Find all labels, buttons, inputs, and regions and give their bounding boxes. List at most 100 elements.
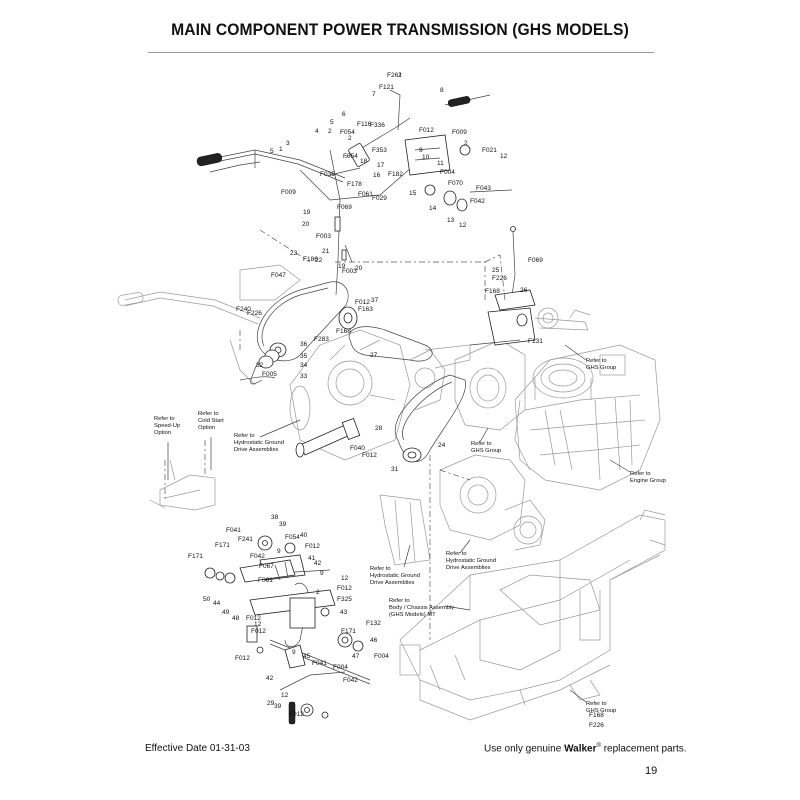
pivot-bracket — [404, 134, 513, 212]
reference-leaders — [167, 344, 631, 703]
lift-lever — [469, 226, 536, 346]
lower-part-label: F004 — [333, 664, 348, 671]
lower-part-label: 12 — [341, 575, 349, 582]
upper-part-label: F283 — [314, 336, 329, 343]
upper-part-label: 23 — [290, 250, 298, 257]
lower-part-label: F012 — [305, 543, 320, 550]
upper-part-label: 19 — [338, 263, 346, 270]
upper-part-label: F012 — [419, 127, 434, 134]
lower-part-label: 49 — [222, 609, 230, 616]
upper-part-label: 2 — [398, 72, 402, 79]
lower-linkage-assembly — [204, 535, 371, 725]
lower-part-label: 9 — [320, 570, 324, 577]
upper-part-label: F009 — [281, 189, 296, 196]
upper-part-label: 32 — [256, 362, 264, 369]
upper-part-label: 19 — [303, 209, 311, 216]
upper-part-label: 2 — [348, 135, 352, 142]
lower-part-label: 38 — [271, 514, 279, 521]
control-rod-assembly — [299, 117, 421, 296]
chassis-frame — [399, 509, 666, 721]
upper-part-label: F047 — [271, 272, 286, 279]
engine-assembly — [514, 307, 661, 491]
upper-part-label: 11 — [437, 160, 444, 167]
upper-part-label: 16 — [373, 172, 381, 179]
brand-name: Walker — [564, 743, 597, 755]
lower-part-label: F012 — [251, 628, 266, 635]
lower-part-label: 45 — [303, 653, 311, 660]
upper-part-label: 5 — [270, 148, 274, 155]
upper-part-label: F043 — [476, 185, 491, 192]
lower-part-label: F012 — [246, 615, 261, 622]
upper-part-label: 25 — [492, 267, 500, 274]
footer-suffix: replacement parts. — [603, 743, 687, 755]
upper-part-label: F131 — [528, 338, 543, 345]
upper-part-label: 15 — [409, 190, 417, 197]
brand-mark: ® — [596, 743, 601, 749]
upper-part-label: F336 — [370, 122, 385, 129]
pto-shaft — [295, 417, 361, 458]
drive-belt-upper — [256, 281, 433, 362]
lower-part-label: F042 — [343, 677, 358, 684]
upper-part-label: F182 — [388, 171, 403, 178]
upper-part-label: F116 — [357, 121, 372, 128]
bottom-right-part-label: F168 — [589, 712, 604, 719]
upper-part-label: 9 — [419, 147, 423, 154]
upper-part-label: 8 — [440, 87, 444, 94]
upper-part-label: 2 — [464, 140, 468, 147]
page-number: 19 — [645, 765, 658, 777]
lower-part-label: 48 — [232, 615, 240, 622]
lower-part-label: 46 — [370, 637, 378, 644]
lower-part-label: 42 — [266, 675, 274, 682]
upper-part-label: 27 — [370, 352, 378, 359]
upper-part-label: F226 — [247, 310, 262, 317]
upper-part-label: F003 — [342, 268, 357, 275]
lower-part-label: 9 — [292, 649, 296, 656]
upper-part-label: 21 — [322, 248, 330, 255]
upper-part-label: 2 — [328, 128, 332, 135]
handle-left — [117, 264, 301, 386]
upper-part-label: F168 — [336, 328, 351, 335]
lower-part-label: 40 — [300, 532, 308, 539]
lower-part-label: 2 — [316, 589, 320, 596]
lower-part-label: 39 — [274, 703, 282, 710]
upper-part-label: 37 — [371, 297, 379, 304]
spring-grip — [389, 89, 491, 131]
control-handle-upper — [196, 149, 346, 183]
lower-part-label: 47 — [352, 653, 360, 660]
upper-part-label: F005 — [262, 371, 277, 378]
lower-part-label: F325 — [337, 596, 352, 603]
drive-belt-lower — [395, 374, 466, 463]
pulley-stack — [258, 306, 358, 369]
upper-part-label: 5 — [330, 119, 334, 126]
upper-part-label: F070 — [448, 180, 463, 187]
lower-part-label: F042 — [250, 553, 265, 560]
footer-note: Use only genuine Walker® replacement par… — [484, 743, 687, 754]
upper-part-label: F029 — [372, 195, 387, 202]
lower-part-label: 43 — [340, 609, 348, 616]
upper-part-label: F069 — [528, 257, 543, 264]
title-rule — [148, 52, 654, 53]
hydrostatic-drive-upper — [289, 329, 471, 461]
upper-part-label: F012 — [355, 299, 370, 306]
lower-part-label: F171 — [188, 553, 203, 560]
upper-part-label: 17 — [377, 162, 385, 169]
lower-part-label: F171 — [215, 542, 230, 549]
upper-part-label: F261 — [387, 72, 402, 79]
upper-part-label: F121 — [379, 84, 394, 91]
upper-part-label: 35 — [300, 353, 308, 360]
lower-part-label: 9 — [277, 548, 281, 555]
hydrostatic-drive-lower — [379, 454, 546, 566]
upper-part-label: 1 — [279, 146, 283, 153]
upper-part-label: 10 — [422, 154, 430, 161]
lower-part-label: F004 — [374, 653, 389, 660]
speed-up-linkage — [149, 459, 216, 511]
